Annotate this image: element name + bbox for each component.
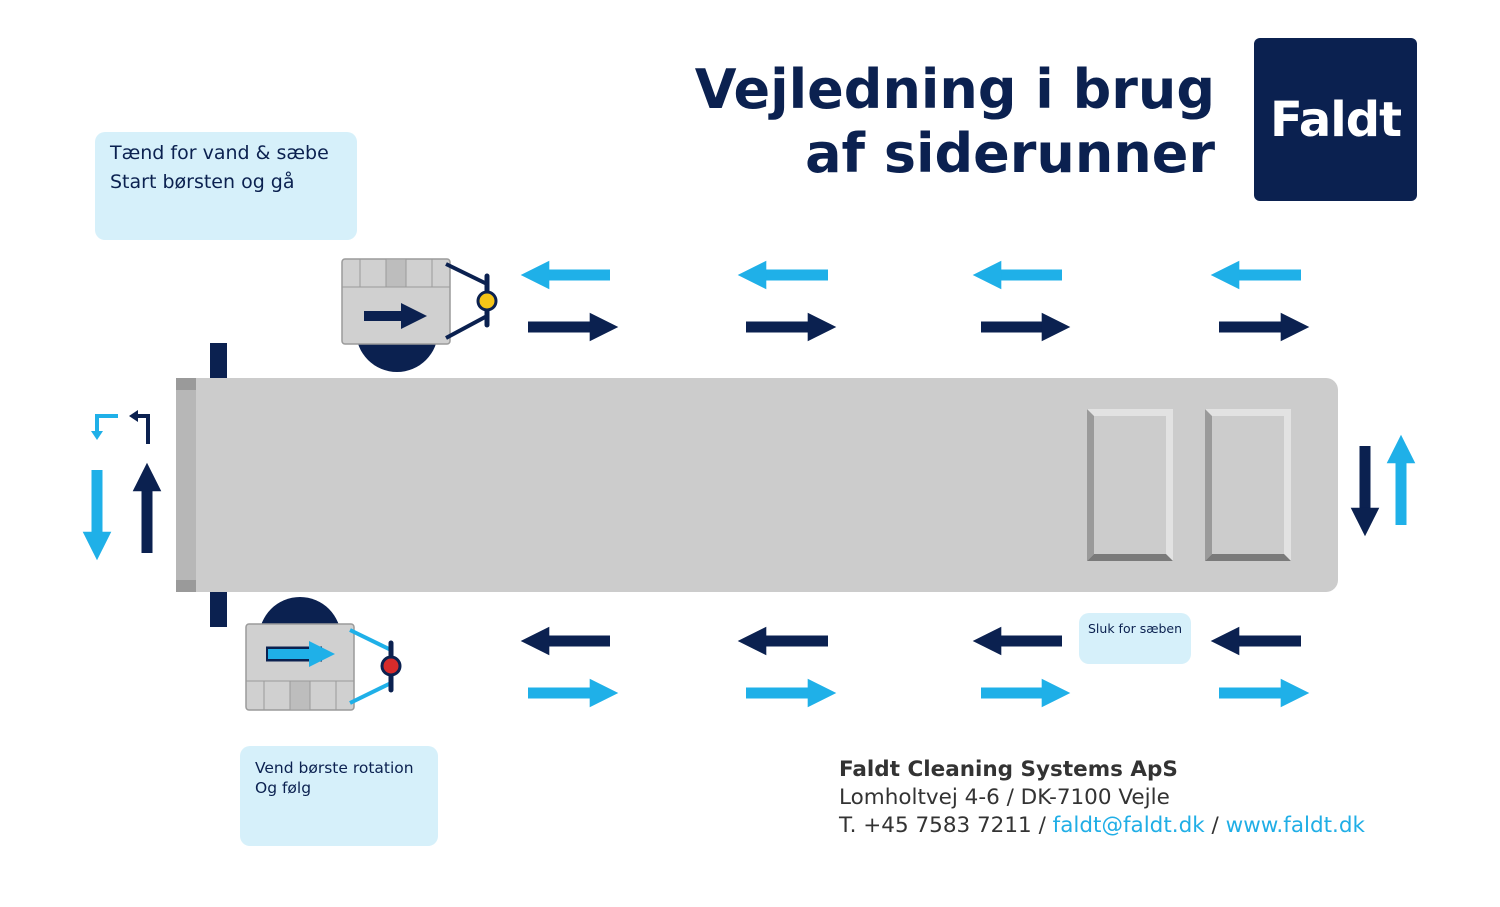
start-instruction-box: Tænd for vand & sæbe Start børsten og gå [95,132,357,240]
reverse-instruction-box: Vend børste rotation Og følg [240,746,438,846]
truck-body [176,378,1338,592]
company-email-link[interactable]: faldt@faldt.dk [1052,813,1205,838]
front-arrows [82,410,162,561]
separator: / [1038,813,1046,838]
reverse-instruction-line-2: Og følg [255,779,312,797]
company-contact-line: T. +45 7583 7211 / faldt@faldt.dk / www.… [839,812,1365,840]
soap-off-instruction-text: Sluk for sæben [1088,621,1183,636]
siderunner-machine-bottom [245,597,402,711]
title-line-1: Vejledning i brug [694,58,1215,121]
title-line-2: af siderunner [805,122,1215,185]
truck-diagram [176,343,1338,627]
truck-front-bumper [176,378,196,592]
soap-off-instruction-box: Sluk for sæben [1079,613,1191,664]
start-instruction-line-2: Start børsten og gå [110,171,295,193]
yellow-indicator [476,290,498,312]
corner-arrow-navy [135,414,150,444]
company-website-link[interactable]: www.faldt.dk [1225,813,1365,838]
company-name: Faldt Cleaning Systems ApS [839,757,1178,782]
company-info: Faldt Cleaning Systems ApS Lomholtvej 4-… [839,756,1365,840]
company-phone: T. +45 7583 7211 [839,813,1032,838]
logo-text: Faldt [1269,91,1402,148]
start-instruction-line-1: Tænd for vand & sæbe [110,142,329,164]
rear-arrows [1350,434,1416,537]
top-side-arrows [520,260,1310,342]
faldt-logo: Faldt [1254,38,1417,201]
rear-door-left [1087,409,1173,561]
separator: / [1211,813,1219,838]
page-title: Vejledning i brug af siderunner [695,58,1215,186]
rear-door-right [1205,409,1291,561]
reverse-instruction-line-1: Vend børste rotation [255,759,414,777]
red-indicator [380,655,402,677]
mirror-top [210,343,227,378]
siderunner-machine-top [341,258,498,372]
corner-arrow-blue [95,414,118,434]
company-address: Lomholtvej 4-6 / DK-7100 Vejle [839,785,1170,810]
bottom-side-arrows [520,626,1310,708]
mirror-bottom [210,592,227,627]
